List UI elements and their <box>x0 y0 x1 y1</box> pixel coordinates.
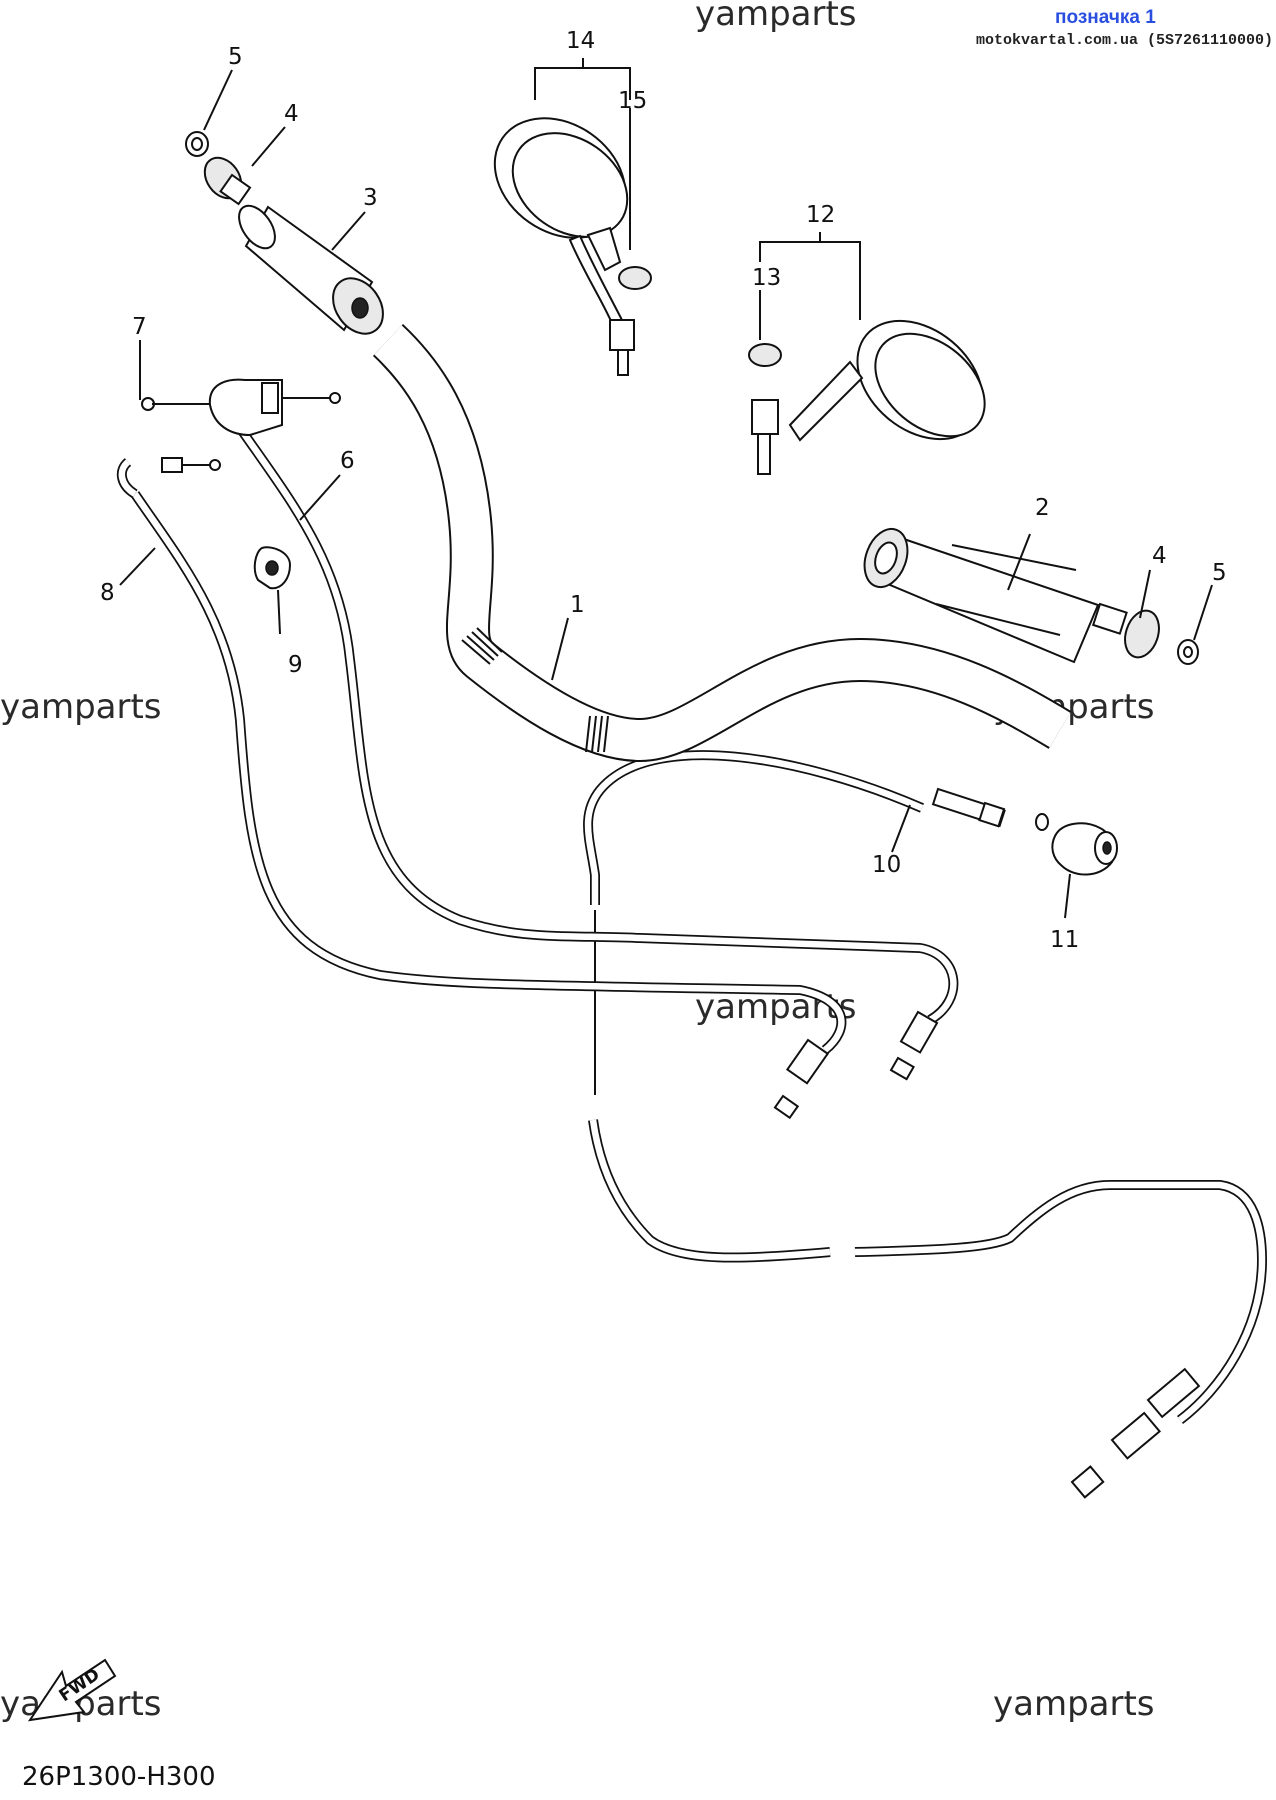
callout-6: 6 <box>340 448 355 474</box>
callout-15: 15 <box>618 88 647 114</box>
callout-4-right: 4 <box>1152 543 1167 569</box>
callout-7: 7 <box>132 314 147 340</box>
knurl-center <box>585 715 609 753</box>
right-end-nut <box>1177 639 1199 665</box>
left-mirror <box>493 117 652 376</box>
callout-10: 10 <box>872 852 901 878</box>
callout-13: 13 <box>752 265 781 291</box>
throttle-cable-8 <box>116 458 847 1120</box>
watermark: yamparts <box>695 0 857 34</box>
left-grip-end <box>203 156 252 206</box>
callout-5-left: 5 <box>228 44 243 70</box>
note-label: позначка 1 <box>1055 7 1156 28</box>
callout-12: 12 <box>806 202 835 228</box>
throttle-housing <box>141 378 341 437</box>
clutch-cable <box>583 750 1267 1499</box>
throttle-cable-6 <box>233 422 959 1081</box>
handlebar <box>372 323 1072 762</box>
callout-5-right: 5 <box>1212 560 1227 586</box>
knurl-left <box>461 627 503 665</box>
left-grip <box>238 204 384 335</box>
diagram-code: 26P1300-H300 <box>22 1762 216 1792</box>
callout-9: 9 <box>288 652 303 678</box>
right-grip <box>863 527 1100 664</box>
callout-1: 1 <box>570 592 585 618</box>
cable-adjuster <box>161 457 221 473</box>
site-reference: motokvartal.com.ua (5S7261110000) <box>976 32 1273 49</box>
callout-3: 3 <box>363 185 378 211</box>
cable-boot <box>1035 813 1118 876</box>
callout-2: 2 <box>1035 495 1050 521</box>
right-grip-end <box>1091 602 1160 659</box>
left-end-nut <box>185 131 209 157</box>
callout-11: 11 <box>1050 927 1079 953</box>
callout-numbers: 1 2 3 4 4 5 5 6 7 8 9 10 11 12 13 14 15 <box>100 28 1227 953</box>
callout-8: 8 <box>100 580 115 606</box>
watermark: yamparts <box>993 1684 1155 1724</box>
callout-14: 14 <box>566 28 595 54</box>
cable-clamp <box>253 546 292 590</box>
callout-4-left: 4 <box>284 101 299 127</box>
watermark: yamparts <box>0 687 162 727</box>
callout-leaders <box>119 58 1213 919</box>
right-mirror <box>748 319 986 475</box>
